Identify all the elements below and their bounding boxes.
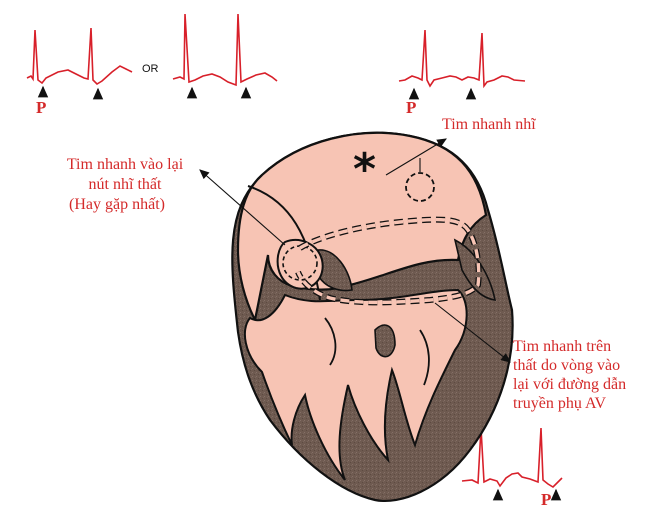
ecg-strip-avnrt-1	[26, 27, 133, 86]
p-arrows-avrt	[492, 488, 562, 501]
label-avrt-line3: lại với đường dẫn	[513, 376, 627, 393]
label-atrial-tachy: Tim nhanh nhĩ	[442, 116, 536, 133]
pointer-arrows	[199, 138, 511, 363]
label-avrt-line4: truyền phụ AV	[513, 395, 607, 412]
or-label: OR	[142, 63, 159, 75]
atrial-focus-asterisk: *	[353, 144, 377, 195]
label-avnrt-line1: Tim nhanh vào lại	[66, 156, 184, 173]
label-avrt-line1: Tim nhanh trên	[513, 338, 612, 355]
ecg-strip-atrial-tachy	[398, 29, 526, 89]
p-arrows-atrial-tachy	[408, 87, 477, 100]
p-arrows-avnrt-2	[186, 86, 252, 99]
p-label-avrt: P	[541, 490, 552, 509]
label-avrt-line2: thất do vòng vào	[513, 357, 621, 374]
ecg-strip-avrt	[461, 427, 563, 489]
p-label-avnrt-1: P	[36, 98, 47, 117]
ecg-strip-avnrt-2	[172, 13, 278, 87]
label-avrt: Tim nhanh trên thất do vòng vào lại với …	[513, 337, 626, 413]
p-arrows-avnrt-1	[37, 85, 104, 100]
heart-illustration	[231, 131, 514, 502]
label-avnrt: Tim nhanh vào lại nút nhĩ thất (Hay gặp …	[50, 155, 200, 215]
p-label-atrial-tachy: P	[406, 98, 417, 117]
label-avnrt-line3: (Hay gặp nhất)	[69, 196, 165, 213]
label-avnrt-line2: nút nhĩ thất	[88, 176, 162, 193]
